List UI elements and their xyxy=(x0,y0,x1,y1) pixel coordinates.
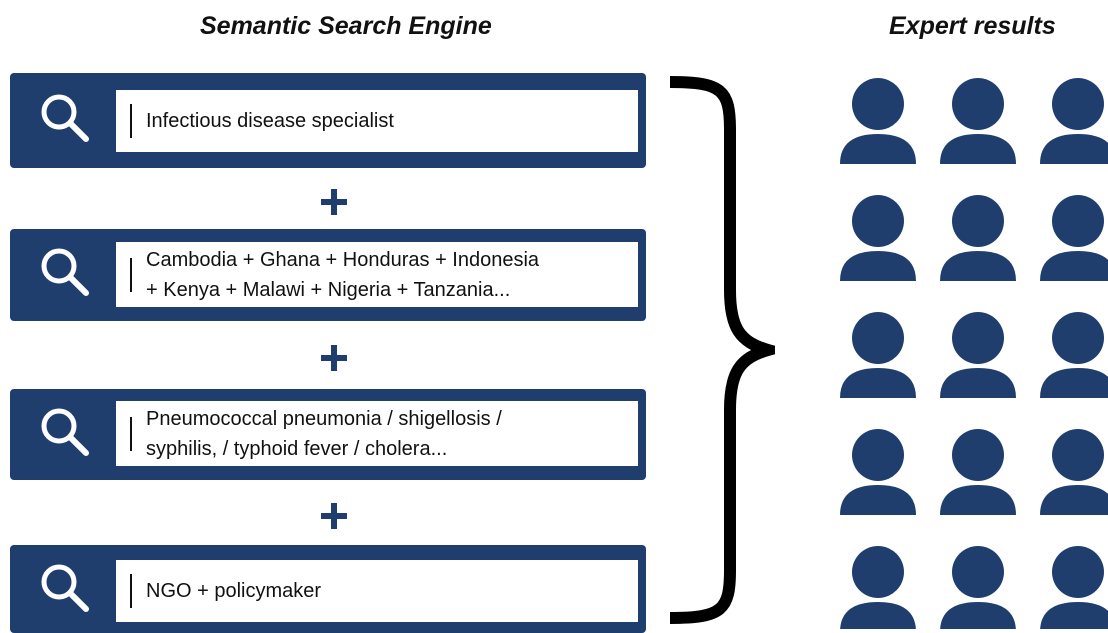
text-cursor xyxy=(130,574,132,608)
person-icon xyxy=(840,78,916,164)
person-icon xyxy=(840,429,916,515)
plus-icon xyxy=(321,503,347,529)
text-cursor xyxy=(130,104,132,138)
curly-brace-icon xyxy=(669,76,775,624)
person-icon xyxy=(1040,546,1108,629)
search-input-specialty[interactable]: Infectious disease specialist xyxy=(116,90,638,152)
person-icon xyxy=(840,195,916,281)
person-icon xyxy=(940,546,1016,629)
search-bar-specialty: Infectious disease specialist xyxy=(10,73,646,168)
search-text-line: syphilis, / typhoid fever / cholera... xyxy=(146,437,448,460)
search-bar-countries: Cambodia + Ghana + Honduras + Indonesia … xyxy=(10,229,646,321)
search-input-countries[interactable]: Cambodia + Ghana + Honduras + Indonesia … xyxy=(116,242,638,307)
plus-icon xyxy=(321,345,347,371)
search-text-line: NGO + policymaker xyxy=(146,580,322,602)
person-icon xyxy=(1040,78,1108,164)
plus-icon xyxy=(321,189,347,215)
search-text-line: Cambodia + Ghana + Honduras + Indonesia xyxy=(146,248,540,271)
expert-results-grid xyxy=(840,78,1108,629)
search-text-line: + Kenya + Malawi + Nigeria + Tanzania... xyxy=(146,278,511,301)
text-cursor xyxy=(130,416,132,451)
person-icon xyxy=(940,78,1016,164)
search-bar-diseases: Pneumococcal pneumonia / shigellosis / s… xyxy=(10,389,646,480)
search-bar-roles: NGO + policymaker xyxy=(10,545,646,633)
search-text-line: Infectious disease specialist xyxy=(146,110,394,132)
search-icon xyxy=(41,94,89,142)
search-input-roles[interactable]: NGO + policymaker xyxy=(116,560,638,622)
person-icon xyxy=(940,312,1016,398)
search-icon xyxy=(41,248,89,296)
heading-expert-results: Expert results xyxy=(889,12,1056,40)
person-icon xyxy=(1040,429,1108,515)
search-icon xyxy=(41,564,89,612)
person-icon xyxy=(940,195,1016,281)
person-icon xyxy=(840,546,916,629)
person-icon xyxy=(1040,195,1108,281)
person-icon xyxy=(840,312,916,398)
text-cursor xyxy=(130,257,132,292)
search-text-line: Pneumococcal pneumonia / shigellosis / xyxy=(146,407,502,430)
heading-semantic-search-engine: Semantic Search Engine xyxy=(200,12,492,40)
person-icon xyxy=(1040,312,1108,398)
person-icon xyxy=(940,429,1016,515)
search-input-diseases[interactable]: Pneumococcal pneumonia / shigellosis / s… xyxy=(116,401,638,466)
search-icon xyxy=(41,408,89,456)
